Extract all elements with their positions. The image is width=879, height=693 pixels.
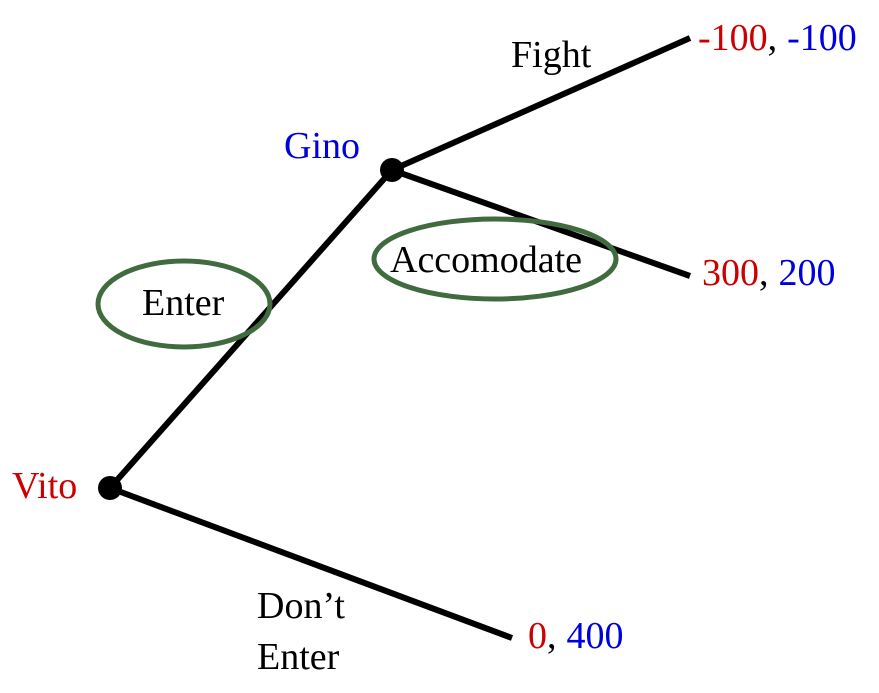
payoff-dont-enter-gino: 400 bbox=[567, 615, 624, 657]
action-label-dont-enter-line2: Enter bbox=[257, 636, 340, 678]
highlight-ellipse-accomodate bbox=[371, 216, 619, 302]
payoff-fight-vito: -100 bbox=[698, 17, 768, 59]
action-label-enter: Enter bbox=[142, 282, 225, 324]
decision-node-vito bbox=[98, 476, 122, 500]
edge-fight bbox=[390, 35, 692, 173]
action-label-fight: Fight bbox=[511, 34, 592, 76]
highlight-ellipse-enter bbox=[95, 258, 273, 350]
action-label-accomodate: Accomodate bbox=[390, 239, 582, 281]
payoff-accomodate-gino: 200 bbox=[779, 252, 836, 294]
payoff-separator: , bbox=[768, 17, 778, 59]
payoff-separator: , bbox=[759, 252, 769, 294]
payoff-fight-gino: -100 bbox=[787, 17, 857, 59]
payoff-fight: -100,-100 bbox=[698, 17, 857, 59]
payoff-accomodate: 300,200 bbox=[702, 252, 836, 294]
payoff-dont-enter-vito: 0 bbox=[528, 615, 547, 657]
player-label-gino: Gino bbox=[284, 125, 360, 167]
player-label-vito: Vito bbox=[12, 465, 77, 507]
action-label-dont-enter-line1: Don’t bbox=[257, 585, 345, 627]
payoff-accomodate-vito: 300 bbox=[702, 252, 759, 294]
payoff-separator: , bbox=[547, 615, 557, 657]
decision-node-gino bbox=[380, 158, 404, 182]
edge-dont-enter bbox=[108, 485, 514, 641]
payoff-dont-enter: 0,400 bbox=[528, 615, 624, 657]
